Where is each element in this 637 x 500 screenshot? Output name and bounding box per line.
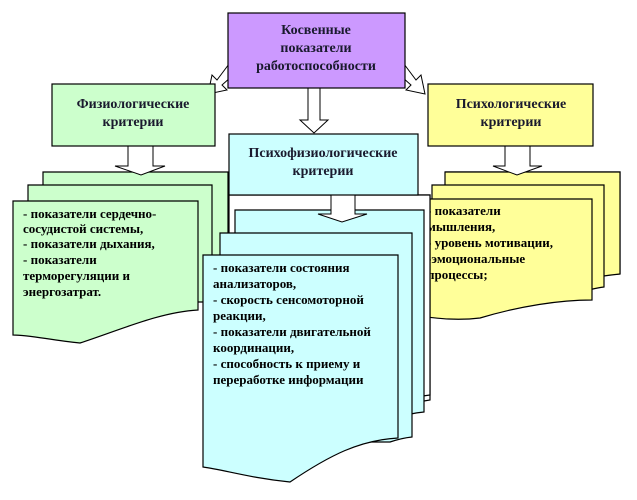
physiological-doc-stack: - показатели сердечно- сосудистой систем… <box>12 171 229 344</box>
psychological-item-line-5: процессы; <box>427 267 488 282</box>
psychophysiological-item-line-4: реакции, <box>213 308 266 323</box>
psychophysiological-title-line-2: критерии <box>293 164 354 179</box>
root-box <box>227 12 406 89</box>
psychological-doc-stack: - показатели мышления, - уровень мотивац… <box>417 171 621 320</box>
psychological-title-line-1: Психологические <box>456 97 567 112</box>
arrow-physiological-down <box>114 145 166 176</box>
psychological-box <box>427 83 594 147</box>
psychological-item-line-1: - показатели <box>427 203 501 218</box>
physiological-doc-front <box>12 200 199 344</box>
psychological-item-line-3: - уровень мотивации, <box>427 235 553 250</box>
psychophysiological-item-line-6: координации, <box>213 340 294 355</box>
arrow-psychological-down <box>492 145 543 176</box>
physiological-box <box>51 83 216 147</box>
root-title-line-1: Косвенные <box>281 23 351 38</box>
physiological-item-line-2: сосудистой системы, <box>23 221 143 236</box>
psychophysiological-title-line-1: Психофизиологические <box>248 146 397 161</box>
psychological-doc-front <box>417 198 593 320</box>
root-title-line-3: работоспособности <box>256 59 376 74</box>
physiological-item-line-5: терморегуляции и <box>23 268 130 283</box>
physiological-node: Физиологические критерии <box>51 83 216 147</box>
psychological-item-line-4: -эмоциональные <box>427 251 525 266</box>
psychophysiological-item-line-7: - способность к приему и <box>213 356 361 371</box>
psychophysiological-doc-stack: - показатели состояния анализаторов, - с… <box>202 194 431 483</box>
psychophysiological-item-line-1: - показатели состояния <box>213 260 350 275</box>
physiological-item-line-4: - показатели <box>23 252 97 267</box>
root-node: Косвенные показатели работоспособности <box>227 12 406 89</box>
arrow-psychophysiological-down <box>317 194 368 223</box>
psychophysiological-item-line-8: переработке информации <box>213 372 364 387</box>
physiological-item-line-6: энергозатрат. <box>23 284 101 299</box>
psychological-title-line-2: критерии <box>481 115 542 130</box>
arrow-root-to-psychophysiological <box>298 83 330 134</box>
psychological-item-line-2: мышления, <box>427 219 495 234</box>
root-title-line-2: показатели <box>280 41 351 56</box>
psychophysiological-item-line-3: - скорость сенсомоторной <box>213 292 364 307</box>
psychophysiological-node: Психофизиологические критерии <box>228 133 419 196</box>
psychophysiological-doc-front <box>202 254 399 483</box>
physiological-item-line-1: - показатели сердечно- <box>23 206 156 221</box>
physiological-item-line-3: - показатели дыхания, <box>23 236 155 251</box>
psychological-node: Психологические критерии <box>427 83 594 147</box>
psychophysiological-box <box>228 133 419 196</box>
physiological-title-line-1: Физиологические <box>77 97 190 112</box>
psychophysiological-item-line-2: анализаторов, <box>213 276 296 291</box>
psychophysiological-item-line-5: - показатели двигательной <box>213 324 371 339</box>
physiological-title-line-2: критерии <box>103 115 164 130</box>
